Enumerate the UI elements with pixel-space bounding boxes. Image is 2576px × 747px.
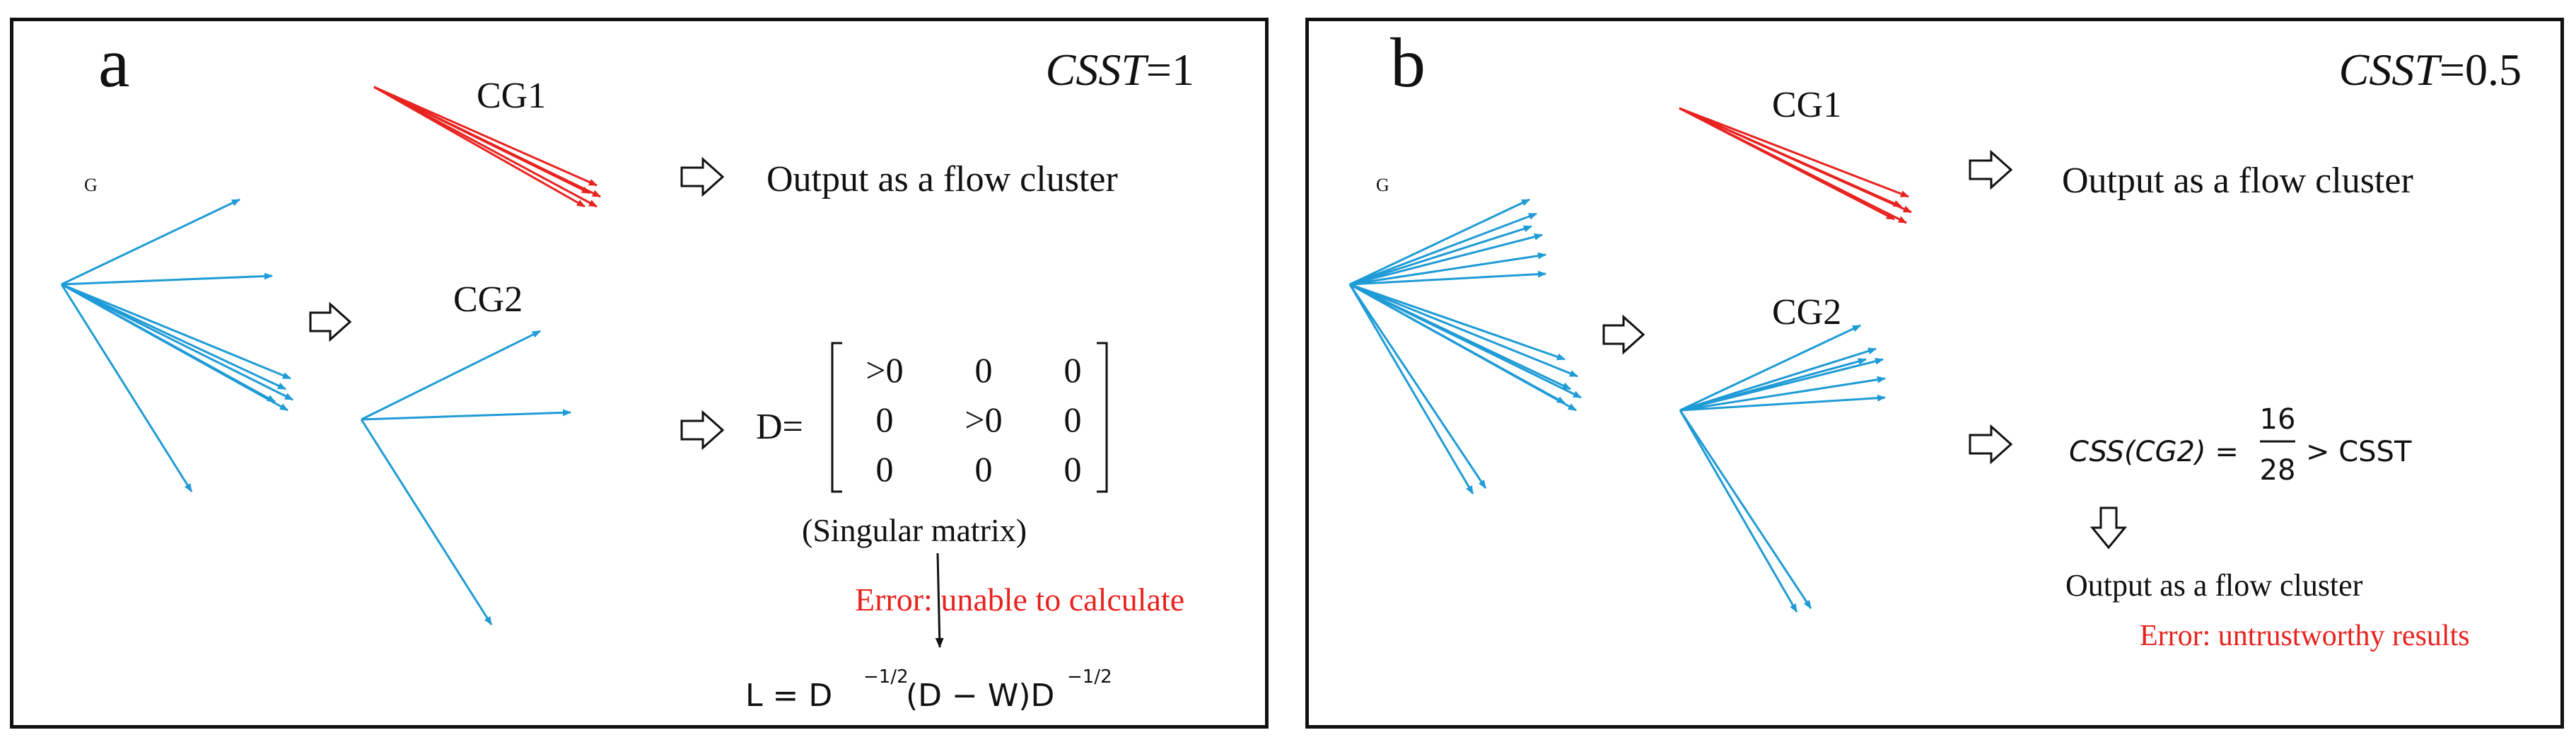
csst-name: CSST [1046,45,1150,95]
flow-arrow [1679,357,1884,412]
flow-arrow [1679,410,1812,609]
flow-arrow [61,283,291,380]
panel-a: a CSST=1 G CG1 Output [10,18,1269,729]
flow-arrow [1349,270,1546,286]
flow-arrow [1348,284,1474,494]
matrix-cell: 0 [1064,400,1082,439]
right-hollow-arrow-icon [1969,424,2013,465]
flow-arrow [61,283,293,401]
flow-arrow [1679,347,1877,412]
formula-mid: (D − W)D [906,678,1054,714]
cg1-label: CG1 [477,76,546,116]
csst-label: CSST=0.5 [2339,45,2522,95]
flow-arrow [373,86,598,208]
matrix-cell: >0 [964,400,1002,439]
flow-arrow [60,284,193,492]
panel-b: b CSST=0.5 G CG1 [1305,18,2564,729]
matrix-cell: 0 [975,449,993,489]
panel-a-diagram: a CSST=1 G CG1 Output [60,23,1194,714]
graph-g-flows [60,198,293,492]
matrix-cell: 0 [1064,350,1082,390]
flow-arrow [373,86,598,187]
cg2-flows [360,330,571,625]
formula-exponent: −1/2 [1067,666,1112,688]
error-text: Error: unable to calculate [855,581,1184,618]
flow-arrow [360,419,493,625]
right-hollow-arrow-icon [1969,149,2013,190]
panel-letter: b [1390,23,1426,102]
css-compare: > CSST [2306,436,2412,468]
flow-arrow [1349,283,1582,399]
css-formula: CSS(CG2) = 16 28 > CSST [2069,403,2412,487]
cg2-flows [1679,324,1886,613]
formula-exponent: −1/2 [863,666,909,688]
singular-matrix-note: (Singular matrix) [802,512,1027,548]
flow-arrow [1349,198,1530,286]
graph-g-flows [1348,198,1582,494]
panel-letter: a [98,23,129,102]
flow-arrow [1349,212,1537,286]
fraction-numerator: 16 [2260,403,2296,436]
flow-arrow [61,283,289,412]
matrix-cell: >0 [866,350,903,390]
flow-arrow [1679,107,1909,198]
matrix-d: >0 0 0 0 >0 0 0 0 0 [866,350,1081,489]
down-arrow [935,552,944,648]
csst-value: =1 [1146,45,1194,95]
flow-arrow [1679,324,1861,412]
flow-arrow [361,409,571,421]
flow-arrow [1679,107,1907,224]
error-text: Error: untrustworthy results [2140,620,2470,652]
formula-lhs: L = D [745,678,832,714]
output-text-2: Output as a flow cluster [2065,568,2363,603]
graph-g-label: G [84,175,98,195]
flow-arrow [61,198,240,286]
flow-arrow [1679,376,1886,412]
panel-b-diagram: b CSST=0.5 G CG1 [1348,23,2522,652]
cg2-label: CG2 [1772,292,1841,332]
right-hollow-arrow-icon [680,410,725,451]
output-text: Output as a flow cluster [2062,161,2413,201]
hollow-arrows [309,156,725,451]
matrix-cell: 0 [975,350,993,390]
matrix-cell: 0 [876,449,894,489]
flow-arrow [1349,283,1578,378]
flow-arrow [1349,233,1543,286]
down-hollow-arrow-icon [2090,506,2128,550]
right-hollow-arrow-icon [309,301,352,342]
laplacian-formula: L = D −1/2 (D − W)D −1/2 [745,666,1112,714]
css-expression: CSS(CG2) = [2069,436,2239,468]
matrix-brackets [831,342,1108,493]
flow-arrow [1349,225,1532,286]
csst-name: CSST [2339,45,2443,95]
flow-arrow [361,330,541,421]
flow-arrow [1349,283,1577,412]
hollow-arrows [1602,149,2128,550]
flow-arrow [61,272,273,286]
flow-arrow [1679,107,1912,214]
flow-arrow [1348,284,1487,489]
cg1-flows [1679,107,1912,224]
output-text: Output as a flow cluster [767,159,1118,199]
cg1-flows [373,86,601,208]
flow-arrow [1349,252,1546,286]
cg2-label: CG2 [453,279,523,320]
d-label: D= [756,407,803,447]
matrix-cell: 0 [876,400,894,439]
flow-arrow [373,86,601,198]
matrix-cell: 0 [1064,449,1082,489]
csst-label: CSST=1 [1046,45,1194,95]
graph-g-label: G [1376,175,1389,195]
right-hollow-arrow-icon [680,156,725,197]
right-hollow-arrow-icon [1602,314,1645,355]
fraction-denominator: 28 [2260,454,2296,487]
cg1-label: CG1 [1772,85,1841,125]
flow-arrow [1679,394,1886,412]
flow-arrow [1349,283,1566,361]
csst-value: =0.5 [2440,45,2522,95]
flow-arrow [1679,410,1798,613]
